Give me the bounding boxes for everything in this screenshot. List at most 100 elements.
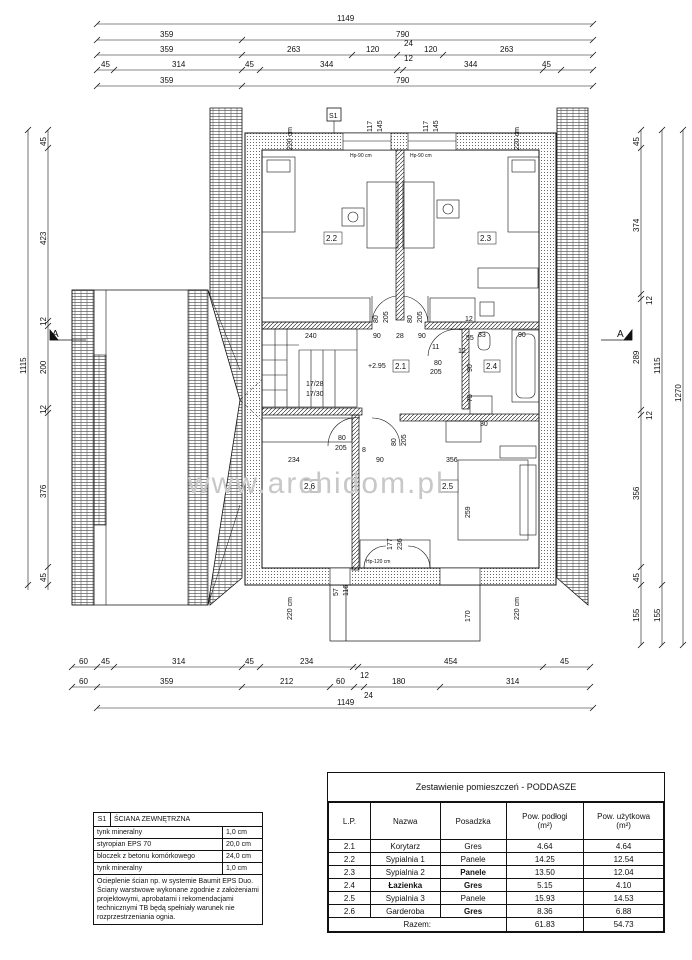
room-table: L.P. Nazwa Posadzka Pow. podłogi(m²) Pow…: [328, 802, 664, 932]
label-hp90b: Hp-90 cm: [410, 153, 432, 159]
label-d80c: 80: [434, 360, 442, 367]
label-d234: 234: [288, 457, 300, 464]
label-stairs1: 17/28: [306, 381, 324, 388]
dim-top-total: 1149: [337, 14, 355, 23]
wall-spec-code: S1: [94, 813, 111, 826]
cell-total-label: Razem:: [328, 917, 507, 932]
cell-lp: 2.2: [328, 852, 371, 866]
dim-right-45b: 45: [632, 573, 641, 582]
cell-name: Korytarz: [369, 839, 441, 853]
dim-top-r1-a: 359: [160, 30, 174, 39]
dim-top-r2-b: 263: [287, 45, 301, 54]
cell-usable: 12.04: [583, 865, 664, 879]
dim-bot-60a: 60: [79, 657, 88, 666]
dim-right-155b: 155: [653, 608, 662, 622]
cell-usable: 12.54: [583, 852, 664, 866]
cell-area: 5.15: [505, 878, 585, 892]
label-d80a: 80: [373, 315, 380, 323]
cell-name: Łazienka: [369, 878, 441, 892]
dim-left-45b: 45: [39, 573, 48, 582]
col-name: Nazwa: [369, 802, 441, 840]
dim-right-289: 289: [632, 350, 641, 364]
table-row: 2.2 Sypialnia 1 Panele 14.25 12.54: [328, 852, 664, 866]
dim-bot-314a: 314: [172, 657, 186, 666]
cell-floor: Gres: [439, 839, 507, 853]
room-number-2-5: 2.5: [442, 482, 454, 491]
balcony: [329, 584, 481, 642]
section-mark-left: A: [52, 329, 59, 340]
dim-top-r2-mid: 12: [404, 54, 413, 63]
label-d90a: 90: [373, 333, 381, 340]
dim-bot-60c: 60: [336, 677, 345, 686]
label-h220c: 220 cm: [287, 597, 294, 620]
dim-bot-60b: 60: [79, 677, 88, 686]
dim-top-r3-d: 344: [320, 60, 334, 69]
label-level: +2.95: [368, 363, 386, 370]
label-d75: 75: [467, 394, 474, 402]
label-d240: 240: [305, 333, 317, 340]
room-table-header-row: L.P. Nazwa Posadzka Pow. podłogi(m²) Pow…: [328, 802, 664, 840]
label-d205c: 205: [430, 369, 442, 376]
label-d90e: 90: [376, 457, 384, 464]
label-d90b: 90: [418, 333, 426, 340]
dim-bot-45b: 45: [245, 657, 254, 666]
label-d259: 259: [465, 506, 472, 518]
col-usable: Pow. użytkowa(m²): [583, 802, 664, 840]
label-d205e: 205: [335, 445, 347, 452]
label-d80d: 80: [391, 438, 398, 446]
dim-bot-234: 234: [300, 657, 314, 666]
label-d8: 8: [362, 447, 366, 454]
cell-lp: 2.1: [328, 839, 371, 853]
dim-bot-359: 359: [160, 677, 174, 686]
dim-left-total: 1115: [19, 357, 28, 374]
dim-top-r2-d: 120: [424, 45, 438, 54]
furniture: [261, 156, 540, 569]
table-row: 2.5 Sypialnia 3 Panele 15.93 14.53: [328, 891, 664, 905]
dim-top-r1-mid: 24: [404, 39, 413, 48]
right-dimensions: 45 374 12 289 12 356 45 155 1115 1270 15…: [632, 126, 687, 649]
cell-lp: 2.5: [328, 891, 371, 905]
dim-top-r1-b: 790: [396, 30, 410, 39]
cell-lp: 2.3: [328, 865, 371, 879]
dim-top-r3-c: 45: [245, 60, 254, 69]
dim-right-1270: 1270: [674, 384, 683, 402]
dim-bot-212: 212: [280, 677, 294, 686]
room-number-2-1: 2.1: [395, 362, 407, 371]
section-markers: [49, 328, 633, 341]
dim-top-r3-b: 314: [172, 60, 186, 69]
s1-marker: S1: [329, 113, 338, 120]
col-area-unit: (m²): [537, 821, 553, 830]
wall-layer-row: tynk mineralny 1,0 cm: [94, 863, 262, 875]
room-summary-table: Zestawienie pomieszczeń - PODDASZE L.P. …: [327, 772, 665, 933]
cell-area: 8.36: [505, 904, 585, 918]
dim-top-r3-a: 45: [101, 60, 110, 69]
cell-floor: Gres: [439, 904, 507, 918]
top-dimensions: 1149 359 790 24 359 263 120 120 263 12 4…: [93, 14, 597, 90]
label-d356: 356: [446, 457, 458, 464]
room-number-2-6: 2.6: [304, 482, 316, 491]
dim-left-12b: 12: [39, 405, 48, 414]
cell-usable: 4.10: [583, 878, 664, 892]
dim-bot-24: 24: [364, 691, 373, 700]
wall-layer-name: styropian EPS 70: [94, 839, 223, 850]
label-d116: 116: [343, 585, 350, 596]
table-total-row: Razem: 61.83 54.73: [328, 917, 664, 932]
cell-usable: 6.88: [583, 904, 664, 918]
label-hp120: Hp-120 cm: [366, 559, 390, 565]
col-lp: L.P.: [328, 802, 371, 840]
col-usable-unit: (m²): [616, 821, 631, 830]
label-d80b: 80: [407, 315, 414, 323]
col-usable-label: Pow. użytkowa: [597, 812, 651, 821]
bottom-dimensions: 60 45 314 45 234 454 45 12 60 359 212 60…: [68, 657, 597, 712]
col-floor: Posadzka: [439, 802, 507, 840]
wall-layer-value: 1,0 cm: [226, 829, 248, 836]
dim-right-374: 374: [632, 218, 641, 232]
table-row: 2.6 Garderoba Gres 8.36 6.88: [328, 904, 664, 918]
stairs: [261, 328, 358, 408]
label-hp90a: Hp-90 cm: [350, 153, 372, 159]
label-d12a: 12: [465, 316, 473, 323]
cell-name: Sypialnia 3: [369, 891, 441, 905]
floor-plan: 1149 359 790 24 359 263 120 120 263 12 4…: [19, 14, 687, 712]
label-d90c: 90: [518, 332, 526, 339]
room-number-2-3: 2.3: [480, 234, 492, 243]
